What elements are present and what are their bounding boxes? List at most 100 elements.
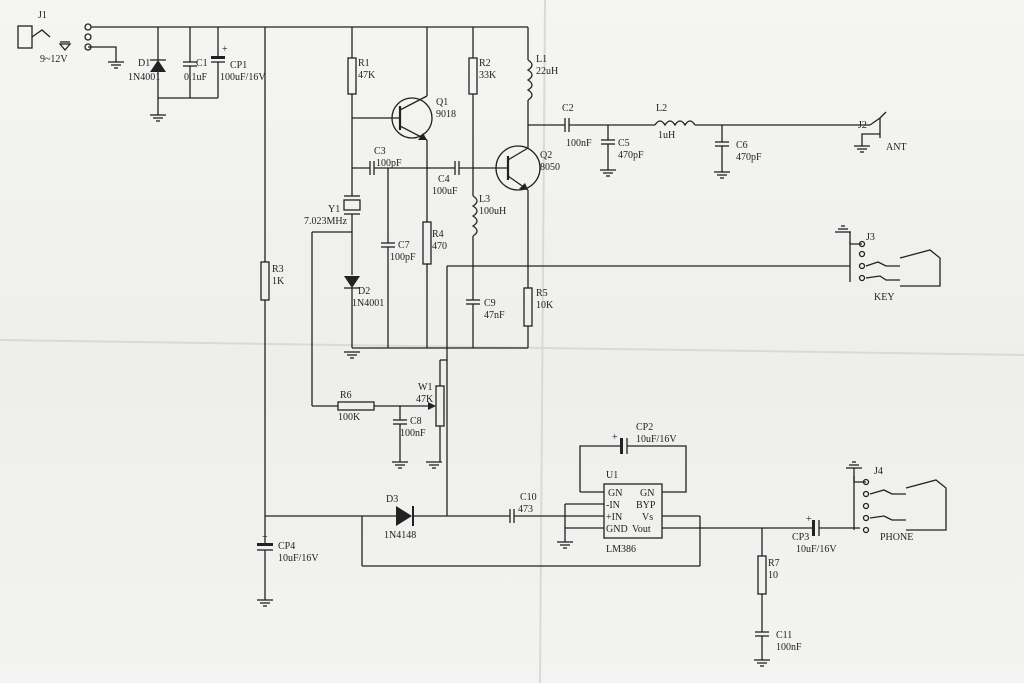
transistor-q1: Q1 9018 — [352, 27, 456, 222]
j1-value: 9~12V — [40, 54, 68, 65]
c11-value: 100nF — [776, 642, 802, 653]
cp4-ref: CP4 — [278, 541, 295, 552]
power-jack-j1: J1 9~12V — [17, 10, 125, 69]
l2-value: 1uH — [658, 130, 675, 141]
c3-value: 100pF — [376, 158, 402, 169]
j4-label: PHONE — [880, 532, 913, 543]
crystal-y1: Y1 7.023MHz — [304, 168, 361, 275]
c3-ref: C3 — [374, 146, 386, 157]
diode-d1: D1 1N4001 — [128, 27, 167, 122]
u1-pin-byp: BYP — [636, 500, 656, 511]
c4-value: 100uF — [432, 186, 458, 197]
capacitor-c9: C9 47nF — [466, 298, 505, 348]
u1-pin-gn-right: GN — [640, 488, 654, 499]
d2-ref: D2 — [358, 286, 370, 297]
capacitor-cp3: + CP3 10uF/16V — [792, 514, 860, 555]
cp4-value: 10uF/16V — [278, 553, 319, 564]
c7-value: 100pF — [390, 252, 416, 263]
c8-ref: C8 — [410, 416, 422, 427]
r2-value: 33K — [479, 70, 497, 81]
c6-ref: C6 — [736, 140, 748, 151]
c5-value: 470pF — [618, 150, 644, 161]
resistor-r4: R4 470 — [422, 221, 447, 348]
u1-pin-vs: Vs — [642, 512, 653, 523]
q2-ref: Q2 — [540, 150, 552, 161]
j4-ref: J4 — [874, 466, 883, 477]
w1-value: 47K — [416, 394, 434, 405]
l1-ref: L1 — [536, 54, 547, 65]
cp3-ref: CP3 — [792, 532, 809, 543]
u1-pin-plus-in: +IN — [606, 512, 622, 523]
d2-value: 1N4001 — [352, 298, 384, 309]
c9-value: 47nF — [484, 310, 505, 321]
capacitor-cp2: + CP2 10uF/16V — [579, 422, 687, 493]
capacitor-c2: C2 100nF — [528, 103, 655, 149]
r3-value: 1K — [272, 276, 285, 287]
d1-value: 1N4001 — [128, 72, 160, 83]
j1-ref: J1 — [38, 10, 47, 21]
potentiometer-w1: W1 47K — [416, 359, 447, 469]
svg-text:+: + — [222, 44, 228, 55]
l1-value: 22uH — [536, 66, 558, 77]
l2-ref: L2 — [656, 103, 667, 114]
antenna-jack-j2: J2 ANT — [853, 111, 907, 153]
paper-fold — [539, 0, 546, 683]
u1-pin-gn-left: GN — [608, 488, 622, 499]
c11-ref: C11 — [776, 630, 792, 641]
resistor-r5: R5 10K — [523, 287, 554, 348]
r7-value: 10 — [768, 570, 778, 581]
u1-ref: U1 — [606, 470, 618, 481]
d3-ref: D3 — [386, 494, 398, 505]
svg-text:+: + — [806, 514, 812, 525]
y1-value: 7.023MHz — [304, 216, 348, 227]
r1-value: 47K — [358, 70, 376, 81]
w1-ref: W1 — [418, 382, 432, 393]
r6-ref: R6 — [340, 390, 352, 401]
capacitor-c3: C3 100pF — [352, 146, 450, 175]
resistor-r7: R7 10 — [757, 528, 780, 632]
d3-value: 1N4148 — [384, 530, 416, 541]
resistor-r1: R1 47K — [347, 27, 376, 118]
l3-value: 100uH — [479, 206, 506, 217]
q1-value: 9018 — [436, 109, 456, 120]
c9-ref: C9 — [484, 298, 496, 309]
y1-ref: Y1 — [328, 204, 340, 215]
transistor-q2: Q2 8050 — [495, 145, 560, 191]
key-jack-j3: J3 KEY — [834, 225, 941, 303]
c7-ref: C7 — [398, 240, 410, 251]
u1-pin-gnd: GND — [606, 524, 628, 535]
r7-ref: R7 — [768, 558, 780, 569]
capacitor-c4: C4 100uF — [432, 161, 508, 197]
phone-jack-j4: J4 PHONE — [845, 461, 947, 543]
resistor-r6: R6 100K — [312, 390, 436, 423]
c10-value: 473 — [518, 504, 533, 515]
u1-pin-vout: Vout — [632, 524, 651, 535]
r6-value: 100K — [338, 412, 361, 423]
j3-ref: J3 — [866, 232, 875, 243]
diode-d2: D2 1N4001 — [343, 276, 384, 359]
l3-ref: L3 — [479, 194, 490, 205]
c2-ref: C2 — [562, 103, 574, 114]
svg-text:+: + — [262, 532, 268, 543]
capacitor-c7: C7 100pF — [381, 168, 416, 348]
c1-value: 0.1uF — [184, 72, 208, 83]
c6-value: 470pF — [736, 152, 762, 163]
r5-ref: R5 — [536, 288, 548, 299]
c2-value: 100nF — [566, 138, 592, 149]
cp2-ref: CP2 — [636, 422, 653, 433]
u1-pin-minus-in: -IN — [606, 500, 620, 511]
cp3-value: 10uF/16V — [796, 544, 837, 555]
cp1-value: 100uF/16V — [220, 72, 266, 83]
cp1-ref: CP1 — [230, 60, 247, 71]
c10-ref: C10 — [520, 492, 537, 503]
diode-d3: D3 1N4148 — [384, 494, 510, 541]
capacitor-cp4: + CP4 10uF/16V — [256, 532, 319, 607]
u1-part: LM386 — [606, 544, 636, 555]
q2-value: 8050 — [540, 162, 560, 173]
svg-text:+: + — [612, 432, 618, 443]
c8-value: 100nF — [400, 428, 426, 439]
r2-ref: R2 — [479, 58, 491, 69]
r5-value: 10K — [536, 300, 554, 311]
j2-ref: J2 — [858, 120, 867, 131]
